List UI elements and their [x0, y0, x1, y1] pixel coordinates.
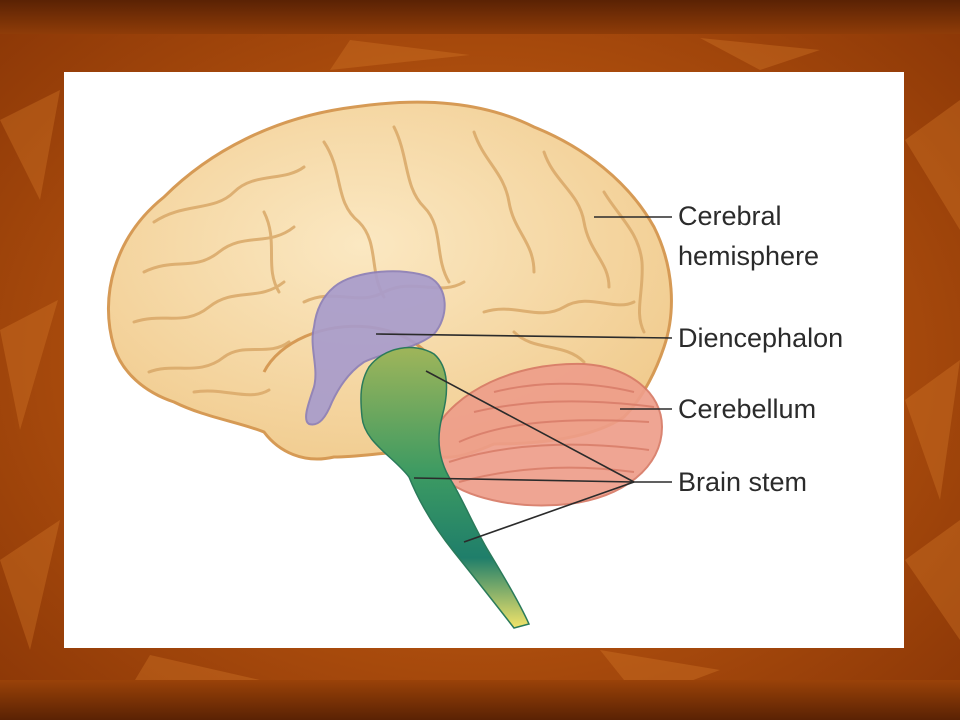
diencephalon-shape: [305, 270, 446, 426]
label-diencephalon: Diencephalon: [678, 323, 844, 353]
slide-top-band: [0, 0, 960, 34]
label-cerebellum: Cerebellum: [678, 394, 817, 424]
slide-bottom-band: [0, 680, 960, 720]
label-cerebral-line1: Cerebral: [678, 201, 782, 231]
brain-stem-shape: [360, 346, 531, 629]
label-cerebral-line2: hemisphere: [678, 241, 820, 271]
cerebellum-folia: [448, 382, 655, 483]
leader-lines: [375, 216, 673, 543]
diagram-panel: Cerebral hemisphere Diencephalon Cerebel…: [64, 72, 904, 648]
brain-illustration: [107, 100, 673, 629]
label-brain-stem: Brain stem: [678, 467, 808, 497]
